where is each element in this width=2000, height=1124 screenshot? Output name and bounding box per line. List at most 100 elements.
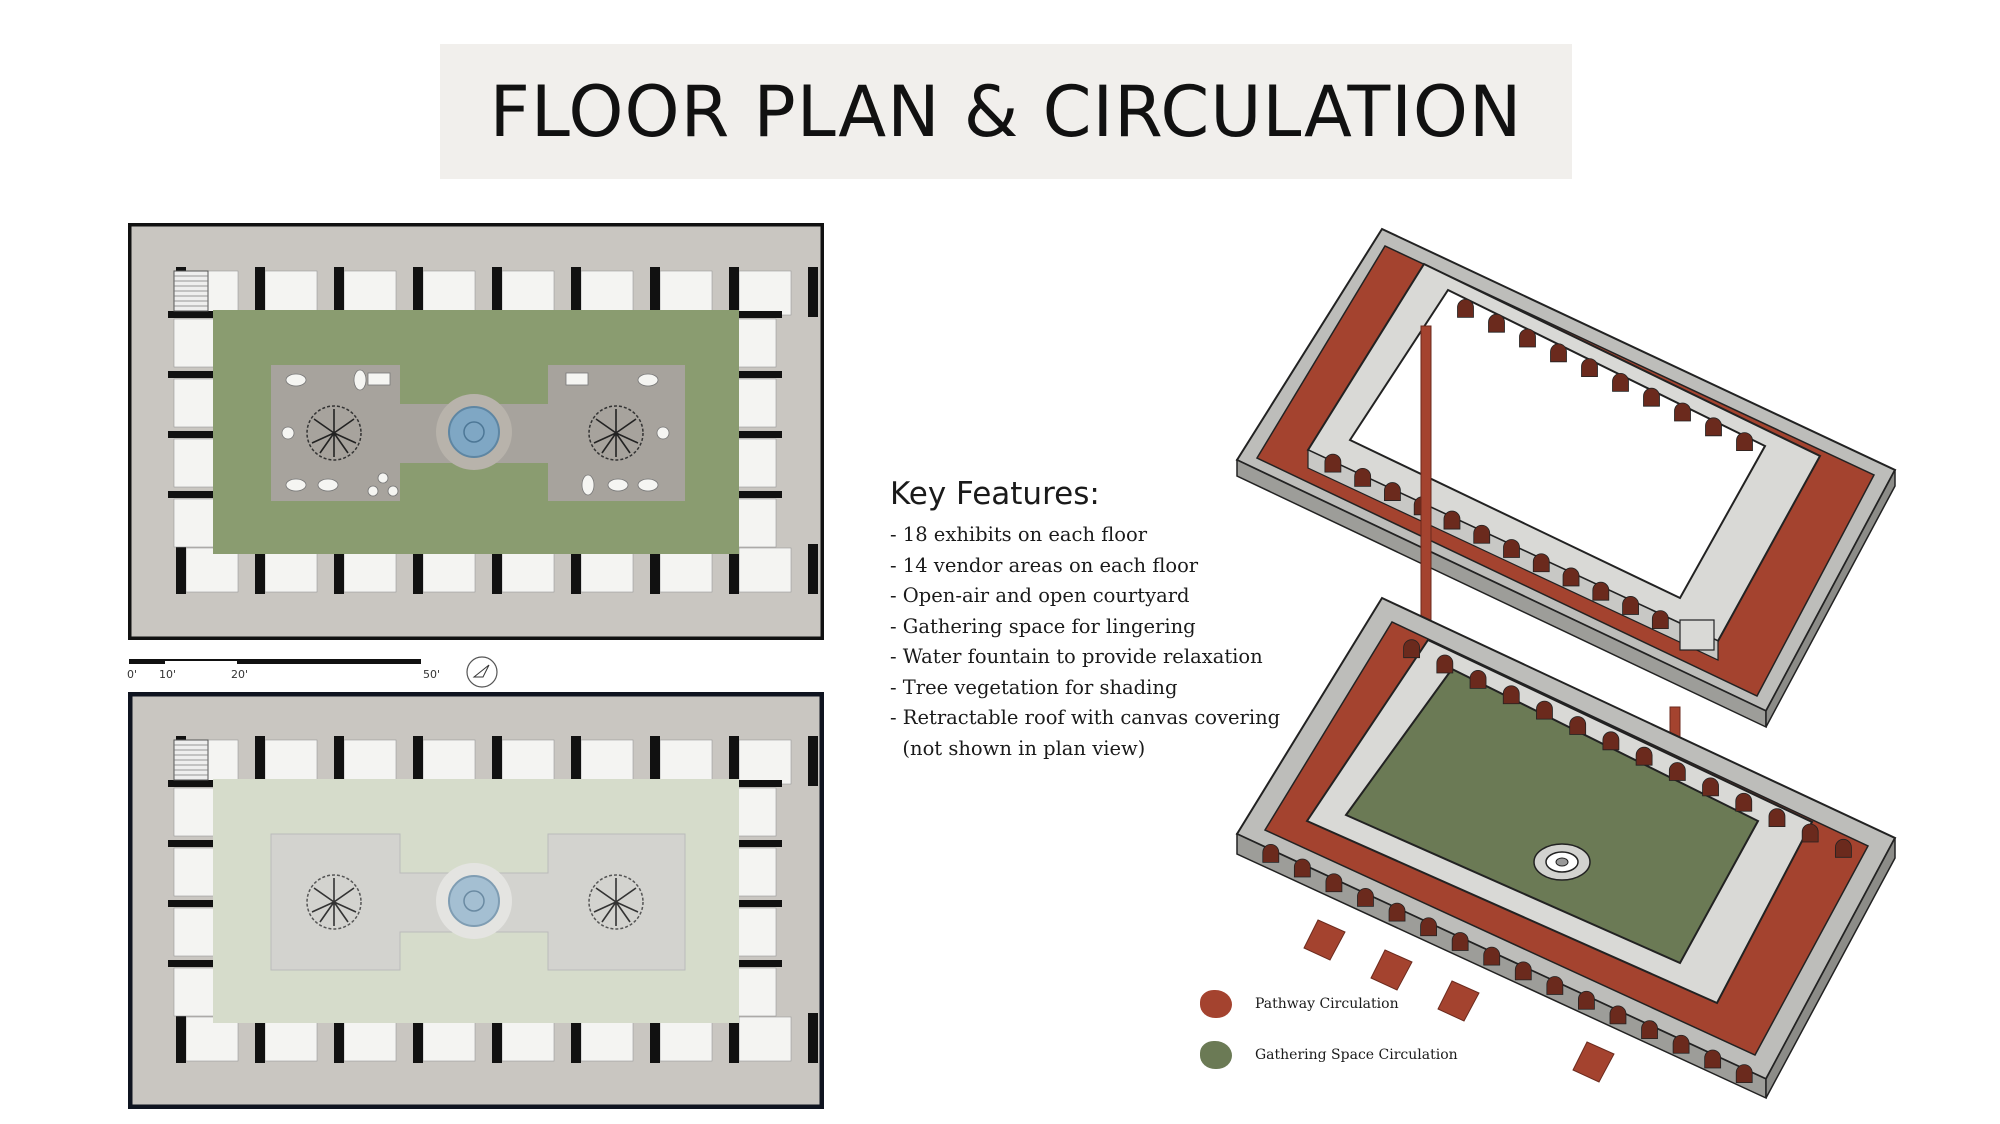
- wall-stub: [168, 491, 232, 498]
- arch: [1388, 902, 1406, 922]
- exhibit-cell: [422, 270, 476, 316]
- arch: [1293, 858, 1311, 878]
- exhibit-cell: [264, 739, 318, 785]
- feature-item: - Retractable roof with canvas covering: [890, 706, 1281, 729]
- exhibit-cells: [168, 736, 818, 1063]
- exhibit-cell: [264, 270, 318, 316]
- arch: [1609, 1005, 1627, 1025]
- arch: [1403, 639, 1421, 659]
- arch: [1801, 823, 1819, 843]
- scale-bar-graphic: [129, 659, 421, 664]
- wall-stub: [255, 736, 265, 786]
- feature-item: (not shown in plan view): [890, 736, 1146, 760]
- feature-item: - 14 vendor areas on each floor: [890, 553, 1199, 577]
- arch: [1612, 373, 1629, 392]
- feature-item: - Water fountain to provide relaxation: [890, 645, 1263, 668]
- wall-stub: [168, 960, 232, 967]
- exhibit-cell: [659, 547, 713, 593]
- lower-level-axon: [1235, 596, 1897, 1100]
- wall-stub: [571, 544, 581, 594]
- wall-stub: [168, 780, 232, 787]
- wall-stub: [492, 267, 502, 317]
- arch: [1502, 685, 1520, 705]
- arch: [1674, 402, 1691, 422]
- arch: [1736, 432, 1753, 451]
- arch: [1469, 670, 1487, 689]
- gathering-plaza: [271, 365, 685, 501]
- arch: [1514, 961, 1532, 981]
- exhibit-cell: [422, 547, 476, 593]
- wall-stub: [729, 267, 739, 317]
- gathering-plaza: [270, 833, 686, 971]
- wall-stub: [729, 1013, 739, 1063]
- wall-stub: [650, 267, 660, 317]
- wall-stub: [176, 544, 186, 594]
- arch: [1357, 888, 1374, 907]
- wall-stub: [255, 1013, 265, 1063]
- exhibit-cell: [738, 739, 792, 785]
- wall-stub: [718, 780, 782, 787]
- arch: [1483, 946, 1501, 966]
- wall-stub: [168, 371, 232, 378]
- wall-stub: [492, 1013, 502, 1063]
- arch: [1519, 328, 1536, 348]
- arch: [1643, 387, 1660, 407]
- wall-stub: [492, 736, 502, 786]
- arch: [1622, 596, 1639, 615]
- arch: [1578, 990, 1595, 1010]
- arch: [1451, 932, 1469, 951]
- fountain-icon: [436, 863, 512, 939]
- arch: [1325, 873, 1343, 893]
- arch: [1384, 482, 1401, 501]
- key-features-heading: Key Features:: [890, 476, 1100, 512]
- exhibit-cell: [580, 547, 634, 593]
- gathering-space-courtyard: [1344, 667, 1760, 965]
- wall-stub: [729, 544, 739, 594]
- axonometric-view: [1235, 227, 1897, 1100]
- lower-floor-plan: [128, 692, 824, 1109]
- page-title: FLOOR PLAN & CIRCULATION: [489, 70, 1523, 153]
- arch: [1488, 313, 1505, 333]
- exhibit-cell: [501, 739, 555, 785]
- stair-icon: [1679, 619, 1715, 651]
- exhibit-cell: [738, 1016, 792, 1062]
- arch: [1436, 654, 1454, 674]
- exhibit-cell: [580, 739, 634, 785]
- arch: [1635, 746, 1653, 766]
- tree-icon: [588, 405, 644, 461]
- arcade-arches: [1262, 639, 1852, 1084]
- tree-icon: [306, 405, 362, 461]
- arch: [1562, 567, 1580, 587]
- support-column: [1420, 325, 1432, 655]
- legend-label-pathway: Pathway Circulation: [1255, 996, 1399, 1012]
- arch: [1546, 976, 1564, 995]
- arch: [1704, 1049, 1722, 1069]
- arch: [1262, 844, 1280, 863]
- wall-stub: [413, 267, 423, 317]
- wall-stub: [571, 736, 581, 786]
- arch: [1324, 453, 1342, 473]
- arch: [1443, 510, 1461, 530]
- fountain-icon: [436, 394, 512, 470]
- feature-item: - 18 exhibits on each floor: [890, 523, 1148, 546]
- exhibit-cell: [264, 547, 318, 593]
- wall-stub: [718, 371, 782, 378]
- seating-furniture: [281, 369, 670, 497]
- exhibit-cell: [422, 1016, 476, 1062]
- scale-label-20: 20': [231, 668, 249, 681]
- wall-stub: [571, 1013, 581, 1063]
- tree-icon: [306, 874, 362, 930]
- arch: [1569, 716, 1587, 735]
- exhibit-cell: [422, 739, 476, 785]
- exhibit-cell: [580, 1016, 634, 1062]
- wall-stub: [168, 431, 232, 438]
- exhibit-cell: [501, 547, 555, 593]
- feature-item: - Tree vegetation for shading: [890, 675, 1178, 699]
- arch: [1768, 808, 1786, 828]
- wall-stub: [718, 840, 782, 847]
- arch: [1532, 553, 1550, 573]
- wall-stub: [255, 267, 265, 317]
- arch: [1457, 299, 1474, 318]
- upper-level-axon: [1235, 227, 1897, 729]
- arch: [1550, 343, 1567, 363]
